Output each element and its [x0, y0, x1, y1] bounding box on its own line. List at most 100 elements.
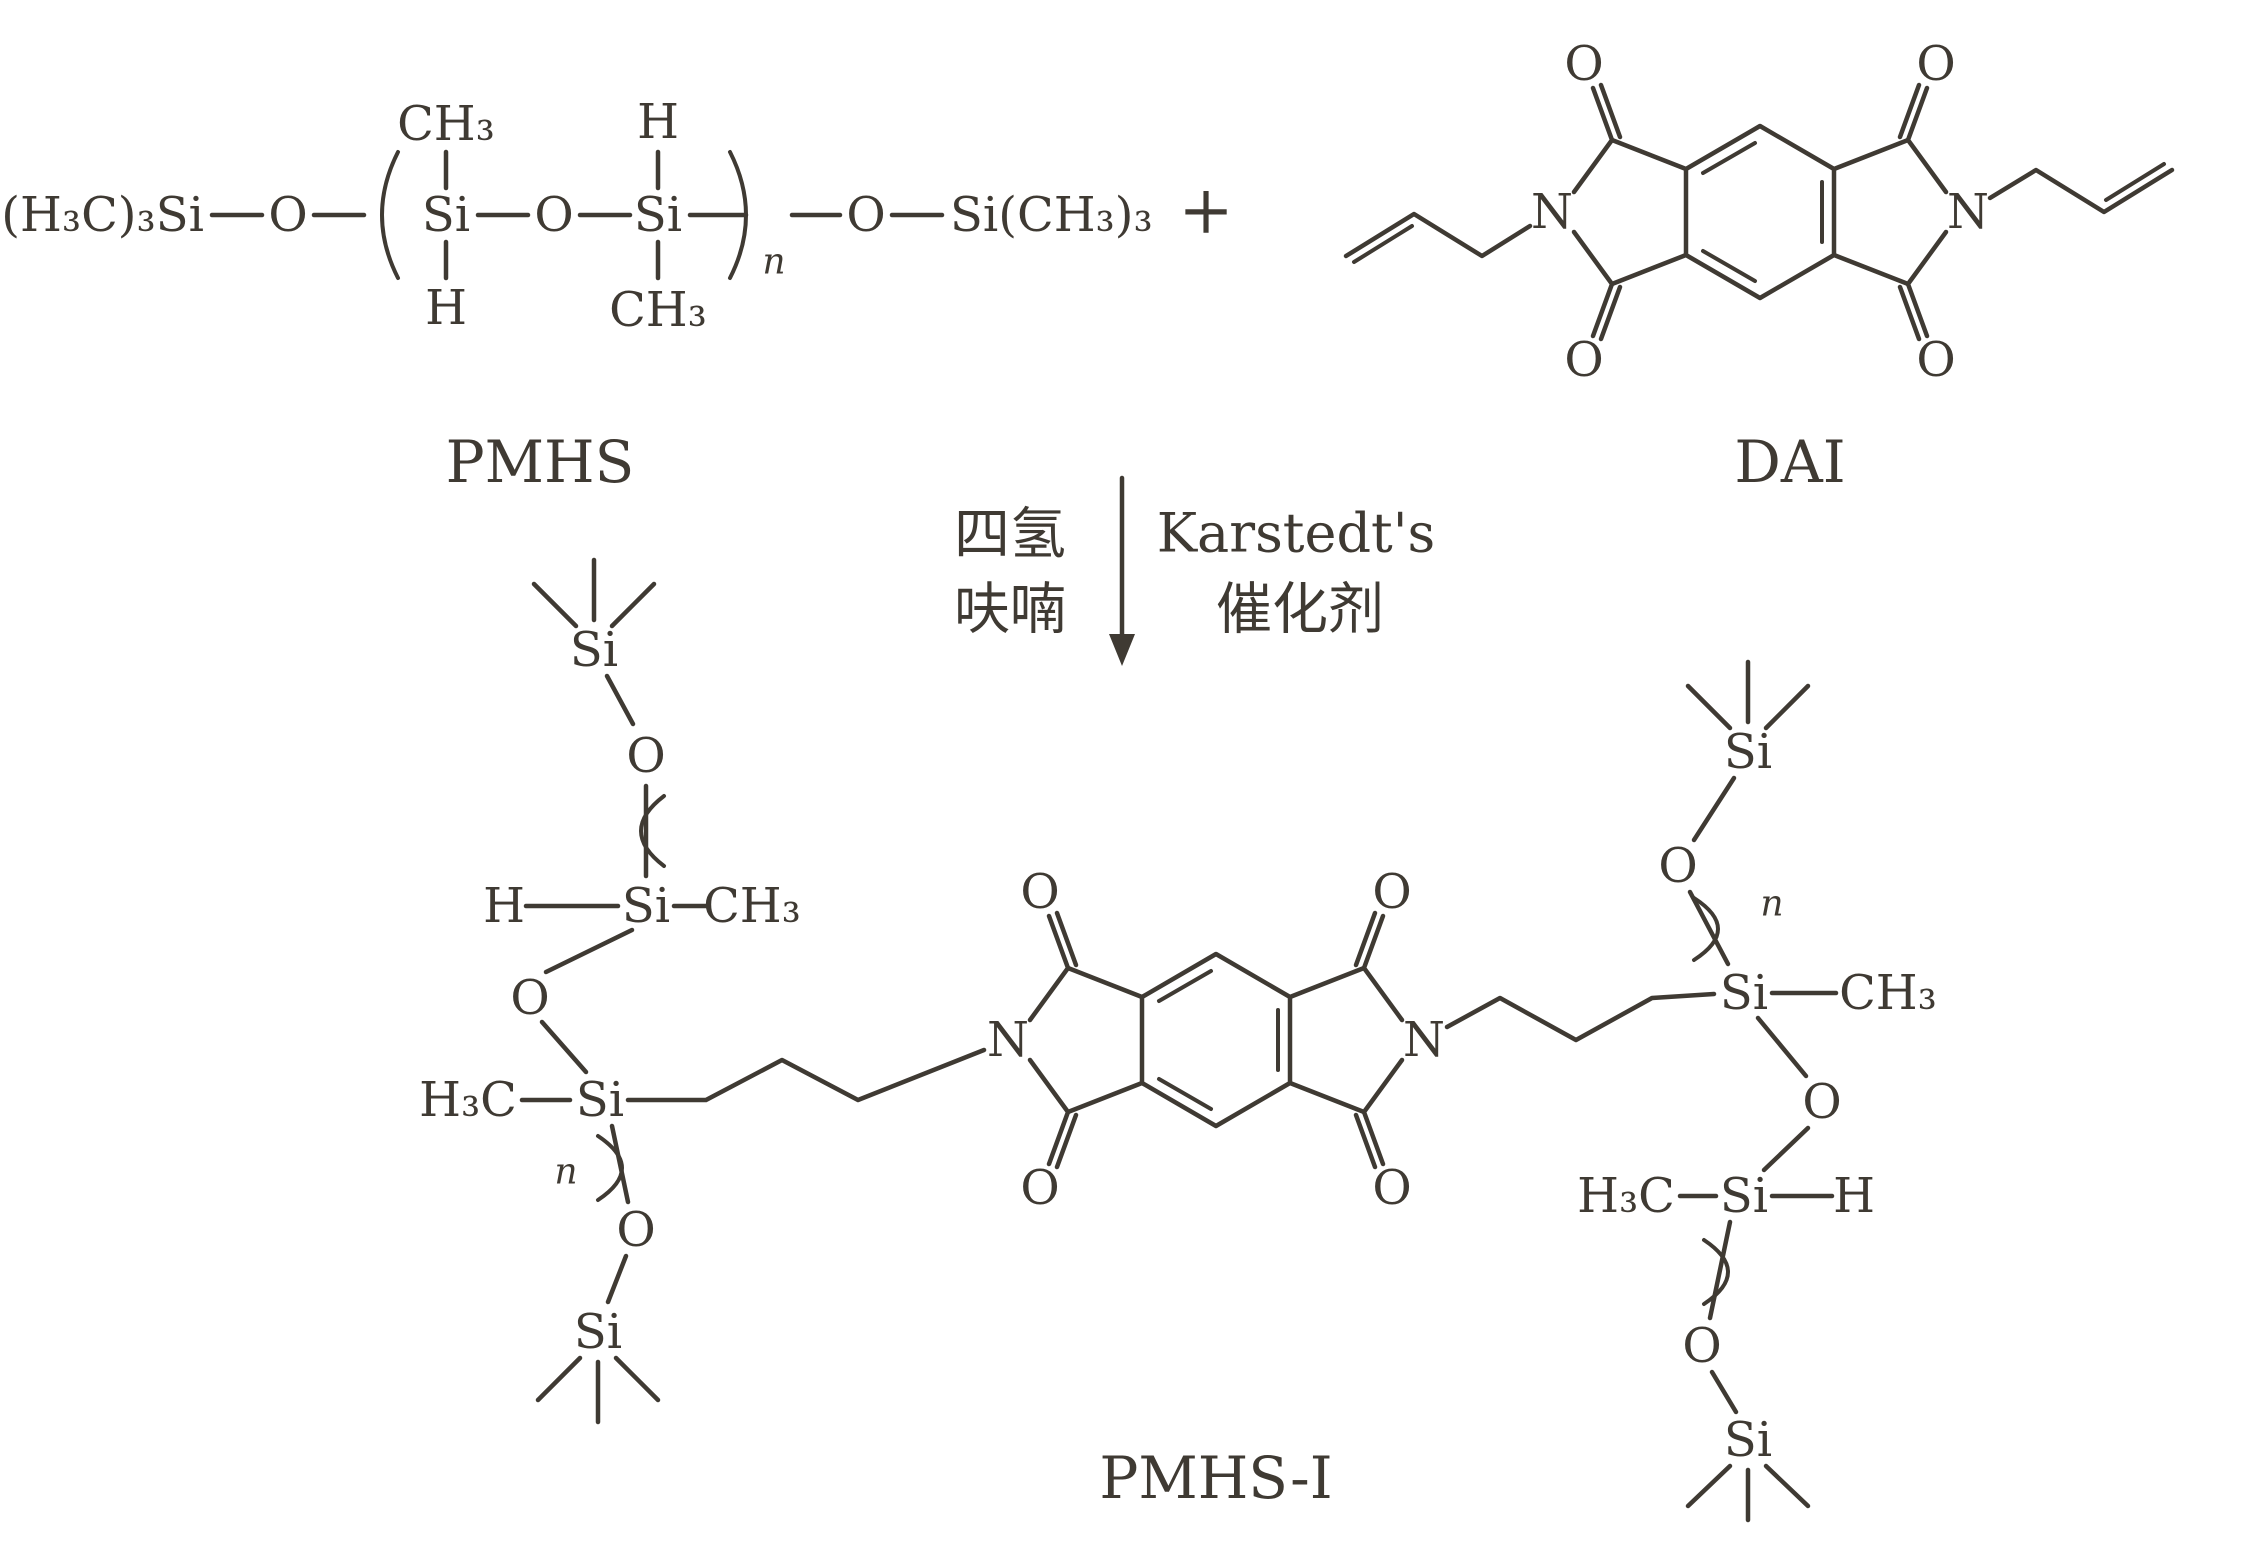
imide-ring-bond	[1571, 229, 1689, 287]
bond	[1755, 1015, 1809, 1079]
oxygen-label: O	[1564, 332, 1603, 388]
bond	[1761, 1125, 1811, 1173]
si-label: Si	[422, 187, 470, 243]
pmhs-i-structure: N O O N O O Si O H Si CH₃ O H₃C Si n	[419, 557, 1937, 1523]
catalyst-label-line2: 催化剂	[1216, 578, 1384, 643]
carbonyl-double-bond	[1353, 1109, 1386, 1170]
benzene-ring	[1683, 123, 1837, 301]
repeat-bracket	[1692, 896, 1720, 962]
double-bond-line	[1157, 1077, 1213, 1111]
carbonyl-double-bond	[1046, 1109, 1079, 1170]
repeat-index-label: n	[554, 1152, 577, 1193]
nitrogen-label: N	[1403, 1012, 1445, 1068]
methyl-label: CH₃	[1839, 965, 1937, 1021]
oxygen-label: O	[846, 187, 885, 243]
oxygen-label: O	[1916, 36, 1955, 92]
si-label: Si	[1720, 965, 1768, 1021]
repeat-index-label: n	[762, 242, 785, 283]
methyl-label: H₃C	[1577, 1168, 1675, 1224]
nitrogen-label: N	[987, 1012, 1029, 1068]
bond	[605, 1253, 629, 1305]
carbonyl-double-bond	[1353, 910, 1386, 971]
imide-ring-bond	[1831, 229, 1949, 287]
imide-ring-bond	[1571, 137, 1689, 195]
si-label: Si	[1724, 1412, 1772, 1468]
oxygen-label: O	[510, 970, 549, 1026]
solvent-label-line2: 呋喃	[954, 578, 1066, 643]
molecule-name-pmhs: PMHS	[446, 428, 635, 496]
repeat-bracket	[639, 794, 666, 868]
double-bond-line	[1701, 141, 1757, 175]
si-label: Si	[634, 187, 682, 243]
si-label: Si	[570, 622, 618, 678]
bond	[1691, 775, 1737, 843]
imide-ring-bond	[1287, 965, 1405, 1023]
solvent-label-line1: 四氢	[954, 503, 1066, 568]
imide-ring-bond	[1027, 1057, 1145, 1115]
oxygen-label: O	[1682, 1318, 1721, 1374]
reaction-conditions: 四氢 呋喃 Karstedt's 催化剂	[954, 502, 1435, 643]
propyl-chain	[625, 1047, 987, 1103]
reaction-arrow	[1109, 475, 1135, 666]
si-label: Si	[622, 878, 670, 934]
oxygen-label: O	[616, 1202, 655, 1258]
imide-ring-bond	[1027, 965, 1145, 1023]
oxygen-label: O	[534, 187, 573, 243]
oxygen-label: O	[1020, 864, 1059, 920]
double-bond-line	[1701, 249, 1757, 283]
repeat-index-label: n	[1760, 884, 1783, 925]
imide-ring-bond	[1831, 137, 1949, 195]
allyl-chain	[1343, 211, 1533, 259]
hydrogen-label: H	[425, 280, 467, 336]
hydrogen-label: H	[483, 878, 525, 934]
double-bond-line	[2104, 162, 2166, 202]
oxygen-label: O	[626, 728, 665, 784]
si-label: Si	[1720, 1168, 1768, 1224]
oxygen-label: O	[1372, 1160, 1411, 1216]
catalyst-label-line1: Karstedt's	[1157, 502, 1436, 565]
methyl-label: CH₃	[609, 282, 707, 338]
molecule-name-pmhs-i: PMHS-I	[1099, 1444, 1332, 1512]
oxygen-label: O	[1916, 332, 1955, 388]
oxygen-label: O	[1020, 1160, 1059, 1216]
dai-structure: N O O N O O DAI	[1343, 36, 2175, 496]
bond	[1709, 1369, 1739, 1415]
double-bond-line	[1352, 224, 1414, 264]
repeat-bracket	[1702, 1238, 1730, 1306]
si-label: Si	[574, 1304, 622, 1360]
nitrogen-label: N	[1947, 184, 1989, 240]
molecule-name-dai: DAI	[1734, 428, 1845, 496]
methyl-stub	[531, 557, 657, 629]
oxygen-label: O	[1372, 864, 1411, 920]
bond	[539, 1019, 589, 1075]
repeat-bracket-open	[380, 150, 400, 280]
trimethylsilyl-left-label: (H₃C)₃Si	[1, 187, 204, 243]
oxygen-label: O	[268, 187, 307, 243]
carbonyl-double-bond	[1590, 281, 1623, 342]
methyl-stub	[1685, 659, 1811, 731]
bond	[1707, 1219, 1733, 1321]
methyl-label: CH₃	[397, 96, 495, 152]
si-label: Si	[576, 1072, 624, 1128]
oxygen-label: O	[1564, 36, 1603, 92]
bond	[604, 673, 636, 727]
methyl-label: H₃C	[419, 1072, 517, 1128]
benzene-ring	[1139, 951, 1293, 1129]
methyl-stub	[535, 1355, 661, 1425]
repeat-bracket	[596, 1134, 624, 1202]
pmhs-structure: (H₃C)₃Si O Si CH₃ H O Si H CH₃ n O Si(CH…	[1, 94, 1153, 496]
double-bond-line	[1157, 969, 1213, 1003]
oxygen-label: O	[1658, 838, 1697, 894]
methyl-stub	[1685, 1463, 1811, 1523]
allyl-chain	[1987, 167, 2175, 215]
hydrogen-label: H	[1833, 1168, 1875, 1224]
oxygen-label: O	[1802, 1074, 1841, 1130]
propyl-chain	[1444, 991, 1717, 1043]
imide-ring-bond	[1287, 1057, 1405, 1115]
carbonyl-double-bond	[1046, 910, 1079, 971]
arrow-head	[1109, 634, 1135, 666]
bond	[1687, 889, 1731, 967]
bond	[543, 927, 635, 975]
